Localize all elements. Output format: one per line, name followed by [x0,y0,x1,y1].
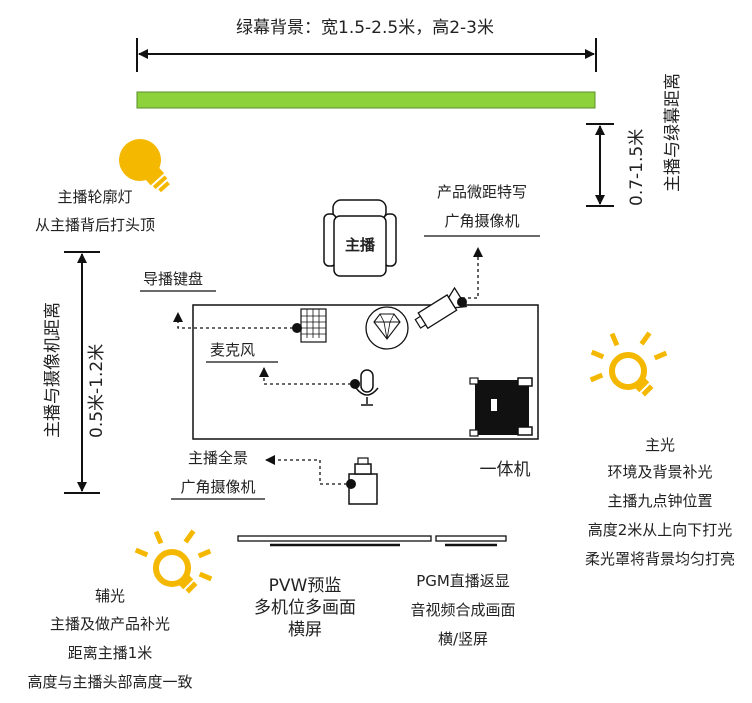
camera-distance-arrow [64,251,100,494]
contour-light-line2: 从主播背后打头顶 [34,216,155,234]
director-keyboard-label: 导播键盘 [143,270,204,288]
main-light-line1: 环境及背景补光 [607,463,713,481]
green-screen-title: 绿幕背景：宽1.5-2.5米，高2-3米 [236,18,494,38]
pgm-monitor-icon [435,535,507,547]
pvw-monitor-line2: 多机位多画面 [254,598,356,618]
main-light-line3: 高度2米从上向下打光 [587,521,733,539]
pvw-monitor-icon [237,535,432,547]
fill-light-line2: 距离主播1米 [67,644,153,662]
main-light-bulb-icon [589,331,668,397]
screen-distance-value: 0.7-1.5米 [627,128,647,206]
contour-light-line1: 主播轮廓灯 [57,188,133,206]
diamond-product-icon [365,306,409,350]
pvw-monitor-line1: PVW预监 [268,576,342,596]
width-dimension-arrow [136,38,597,72]
keyboard-icon [292,308,327,343]
microphone-icon [350,369,379,406]
screen-distance-label-name: 主播与绿幕距离 [663,73,683,192]
anchor-chair-icon [323,199,397,277]
fill-light-line1: 主播及做产品补光 [49,615,170,633]
panorama-camera-connector [265,455,347,485]
pgm-monitor-line2: 音视频合成画面 [410,601,516,619]
camera-distance-value: 0.5米-1.2米 [87,343,107,438]
fill-light-line3: 高度与主播头部高度一致 [27,673,193,691]
all-in-one-label: 一体机 [479,460,531,480]
main-light-line2: 主播九点钟位置 [607,492,713,510]
desk [192,304,539,440]
closeup-camera-connector [462,247,483,299]
panorama-camera-icon [346,457,378,505]
closeup-camera-icon [414,286,468,330]
screen-distance-label: 主播与绿幕距离 [663,73,683,192]
microphone-connector [259,367,351,385]
main-light-line4: 柔光罩将背景均匀打亮 [584,550,735,568]
pgm-monitor-line3: 横/竖屏 [437,630,489,648]
main-light-title: 主光 [644,436,675,454]
all-in-one-machine-icon [469,377,533,437]
closeup-camera-dot [457,297,467,307]
panorama-camera-line1: 主播全景 [187,449,248,467]
panorama-camera-line2: 广角摄像机 [180,478,256,496]
pvw-monitor-line3: 横屏 [288,620,322,640]
green-screen [136,91,596,109]
label-underlines [140,235,540,500]
screen-distance-arrow [586,123,614,207]
fill-light-title: 辅光 [94,587,125,605]
microphone-label: 麦克风 [210,341,256,359]
contour-light-bulb-icon [119,139,170,193]
camera-distance-label: 主播与摄像机距离 [43,302,63,438]
anchor-chair-label: 主播 [344,236,375,254]
closeup-camera-line2: 广角摄像机 [444,212,520,230]
fill-light-bulb-icon [134,529,213,594]
closeup-camera-line1: 产品微距特写 [436,183,527,201]
keyboard-connector [173,312,293,329]
pgm-monitor-line1: PGM直播返显 [416,572,510,590]
